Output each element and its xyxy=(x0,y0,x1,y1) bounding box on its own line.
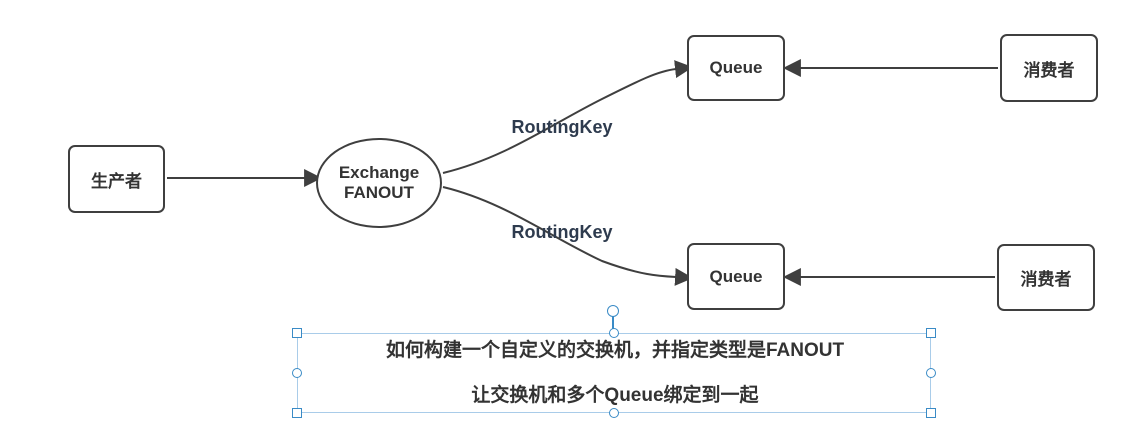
queue-bottom-label: Queue xyxy=(709,266,763,286)
resize-handle-top-left[interactable] xyxy=(292,328,302,338)
queue-top-label: Queue xyxy=(709,58,763,77)
resize-handle-middle-right[interactable] xyxy=(926,368,936,378)
resize-handle-top-right[interactable] xyxy=(926,328,936,338)
producer-node[interactable]: 生产者 xyxy=(68,145,165,213)
note-line-2: 让交换机和多个Queue绑定到一起 xyxy=(471,385,759,406)
exchange-fanout-node[interactable]: Exchange FANOUT xyxy=(316,138,442,228)
resize-handle-middle-left[interactable] xyxy=(292,368,302,378)
consumer-top-node[interactable]: 消费者 xyxy=(1000,34,1098,102)
exchange-label-line1: Exchange xyxy=(338,162,420,182)
note-text-box[interactable]: 如何构建一个自定义的交换机，并指定类型是FANOUT 让交换机和多个Queue绑… xyxy=(292,328,936,418)
resize-handle-bottom-middle[interactable] xyxy=(609,408,619,418)
resize-handle-top-middle[interactable] xyxy=(609,328,619,338)
queue-bottom-node[interactable]: Queue xyxy=(687,243,785,310)
queue-top-node[interactable]: Queue xyxy=(687,35,785,101)
routing-key-label-top[interactable]: RoutingKey xyxy=(511,117,613,137)
resize-handle-bottom-right[interactable] xyxy=(926,408,936,418)
consumer-bottom-node[interactable]: 消费者 xyxy=(997,244,1095,311)
producer-label: 生产者 xyxy=(91,171,142,191)
exchange-label-line2: FANOUT xyxy=(344,183,414,202)
consumer-bottom-label: 消费者 xyxy=(1020,270,1072,289)
resize-handle-bottom-left[interactable] xyxy=(292,408,302,418)
consumer-top-label: 消费者 xyxy=(1023,60,1075,80)
note-line-1: 如何构建一个自定义的交换机，并指定类型是FANOUT xyxy=(385,340,845,361)
rotate-handle-stem xyxy=(612,316,614,330)
routing-key-label-bottom[interactable]: RoutingKey xyxy=(511,222,613,242)
